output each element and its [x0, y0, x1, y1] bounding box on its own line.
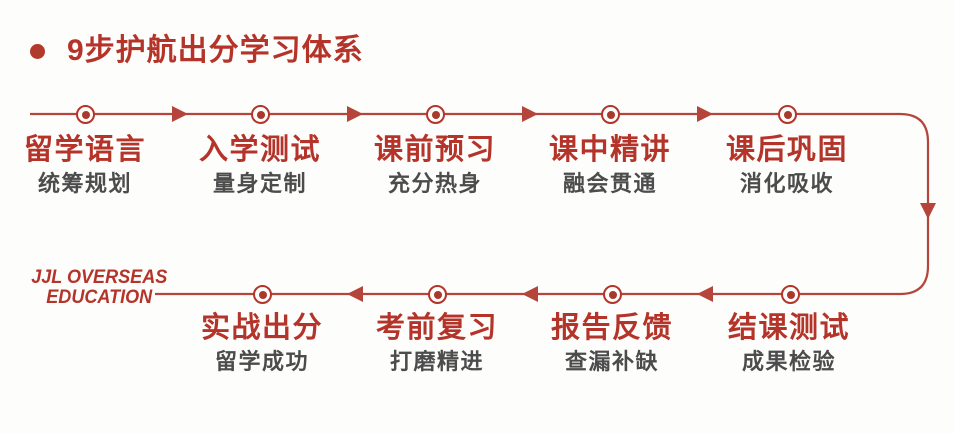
- flow-node-marker[interactable]: [251, 105, 270, 124]
- step-subtitle: 成果检验: [741, 349, 836, 375]
- flow-node-marker[interactable]: [781, 285, 800, 304]
- step-title: 入学测试: [198, 134, 321, 166]
- brand-logo: JJL OVERSEAS EDUCATION: [28, 268, 171, 308]
- step-title: 考前复习: [375, 312, 498, 344]
- step-subtitle: 量身定制: [212, 171, 307, 197]
- step-title: 课中精讲: [548, 134, 671, 166]
- step-subtitle: 留学成功: [214, 349, 309, 375]
- flow-step-bottom-3[interactable]: 报告反馈 查漏补缺: [517, 311, 707, 375]
- flow-step-top-5[interactable]: 课后巩固 消化吸收: [692, 133, 882, 197]
- arrow-right-icon: [522, 106, 538, 122]
- flow-node-marker[interactable]: [601, 105, 620, 124]
- page-title: 9步护航出分学习体系: [30, 28, 364, 74]
- brand-logo-line1: JJL OVERSEAS: [31, 267, 168, 288]
- step-title: 实战出分: [200, 312, 323, 344]
- flow-step-top-3[interactable]: 课前预习 充分热身: [340, 133, 530, 197]
- step-subtitle: 打磨精进: [389, 349, 484, 375]
- flow-step-top-1[interactable]: 留学语言 统筹规划: [0, 133, 180, 197]
- arrow-right-icon: [697, 106, 713, 122]
- flow-node-marker[interactable]: [603, 285, 622, 304]
- arrow-left-icon: [347, 286, 363, 302]
- flow-step-top-2[interactable]: 入学测试 量身定制: [165, 133, 355, 197]
- page-title-text: 9步护航出分学习体系: [67, 34, 364, 67]
- flow-step-bottom-2[interactable]: 考前复习 打磨精进: [342, 311, 532, 375]
- bullet-dot-icon: [30, 43, 45, 59]
- arrow-left-icon: [522, 286, 538, 302]
- flow-node-marker[interactable]: [428, 285, 447, 304]
- arrow-right-icon: [347, 106, 363, 122]
- brand-logo-line2: EDUCATION: [46, 286, 153, 308]
- flow-node-marker[interactable]: [778, 105, 797, 124]
- step-title: 课前预习: [373, 134, 496, 166]
- step-title: 结课测试: [727, 312, 850, 344]
- step-title: 课后巩固: [725, 134, 848, 166]
- flow-step-bottom-4[interactable]: 结课测试 成果检验: [694, 311, 884, 375]
- step-subtitle: 融会贯通: [562, 171, 657, 197]
- flow-node-marker[interactable]: [76, 105, 95, 124]
- arrow-left-icon: [697, 286, 713, 302]
- flow-step-top-4[interactable]: 课中精讲 融会贯通: [515, 133, 705, 197]
- step-subtitle: 消化吸收: [739, 171, 834, 197]
- step-subtitle: 查漏补缺: [564, 349, 659, 375]
- flow-node-marker[interactable]: [426, 105, 445, 124]
- step-subtitle: 充分热身: [387, 171, 482, 197]
- step-subtitle: 统筹规划: [37, 171, 132, 197]
- flow-step-bottom-1[interactable]: 实战出分 留学成功: [167, 311, 357, 375]
- arrow-right-icon: [172, 106, 188, 122]
- flow-node-marker[interactable]: [253, 285, 272, 304]
- step-title: 报告反馈: [550, 312, 673, 344]
- arrow-down-icon: [920, 203, 936, 219]
- return-curve-path: [899, 112, 930, 296]
- step-title: 留学语言: [23, 134, 146, 166]
